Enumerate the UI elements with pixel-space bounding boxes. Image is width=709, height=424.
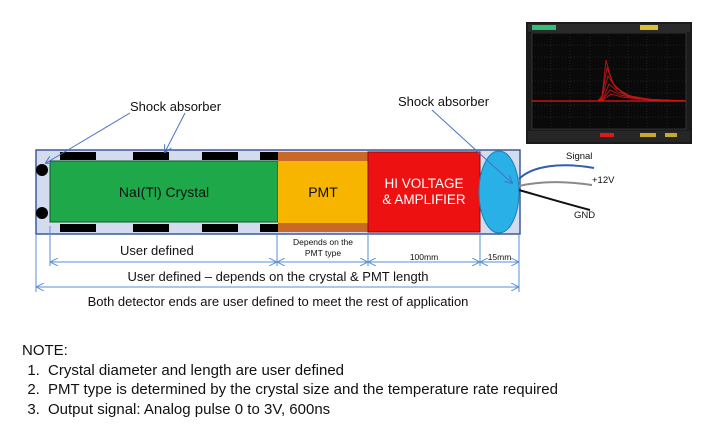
note-heading: NOTE: xyxy=(22,342,68,359)
end-shock-absorber-bottom xyxy=(36,207,48,219)
dim-crystal-label: User defined xyxy=(120,243,194,258)
dim-pmt-label-line1: Depends on the xyxy=(292,237,354,247)
amplifier-label: HI VOLTAGE & AMPLIFIER xyxy=(368,152,480,232)
shock-absorber-right-leader xyxy=(431,109,512,183)
pmt-ring-top xyxy=(278,152,368,161)
dim-amplifier-label: 100mm xyxy=(409,252,439,262)
dim-pmt-label: Depends on the PMT type xyxy=(278,237,368,259)
gnd-cable xyxy=(518,189,591,211)
gnd-label: GND xyxy=(574,210,596,221)
amplifier-label-line2: & AMPLIFIER xyxy=(382,192,466,207)
plus12v-cable xyxy=(518,181,593,187)
signal-label: Signal xyxy=(566,151,593,162)
shock-absorber-left-leader-1 xyxy=(46,112,131,163)
oscilloscope-image xyxy=(526,22,692,144)
signal-cable xyxy=(518,164,595,180)
end-cap xyxy=(478,150,520,234)
shock-absorber-pads xyxy=(60,152,278,232)
amplifier-label-line1: HI VOLTAGE xyxy=(384,176,464,191)
note-item: Output signal: Analog pulse 0 to 3V, 600… xyxy=(44,400,558,420)
dim-end-cap-label: 15mm xyxy=(487,252,512,262)
end-shock-absorber-top xyxy=(36,164,48,176)
pmt-label: PMT xyxy=(308,184,338,200)
crystal-label: NaI(Tl) Crystal xyxy=(118,183,210,200)
pmt-block xyxy=(278,161,368,223)
shock-absorber-left-leader-2 xyxy=(165,112,186,152)
dim-pmt-label-line2: PMT type xyxy=(304,248,342,258)
ends-note-label: Both detector ends are user defined to m… xyxy=(87,294,469,309)
shock-absorber-right-label: Shock absorber xyxy=(398,94,490,109)
note-section: NOTE: Crystal diameter and length are us… xyxy=(22,341,558,419)
pmt-ring-bottom xyxy=(278,223,368,232)
note-item: PMT type is determined by the crystal si… xyxy=(44,380,558,400)
shock-absorber-left-label: Shock absorber xyxy=(130,99,222,114)
plus12v-label: +12V xyxy=(592,175,615,186)
note-list: Crystal diameter and length are user def… xyxy=(22,361,558,420)
note-item: Crystal diameter and length are user def… xyxy=(44,361,558,381)
dim-overall-label: User defined – depends on the crystal & … xyxy=(127,269,429,284)
